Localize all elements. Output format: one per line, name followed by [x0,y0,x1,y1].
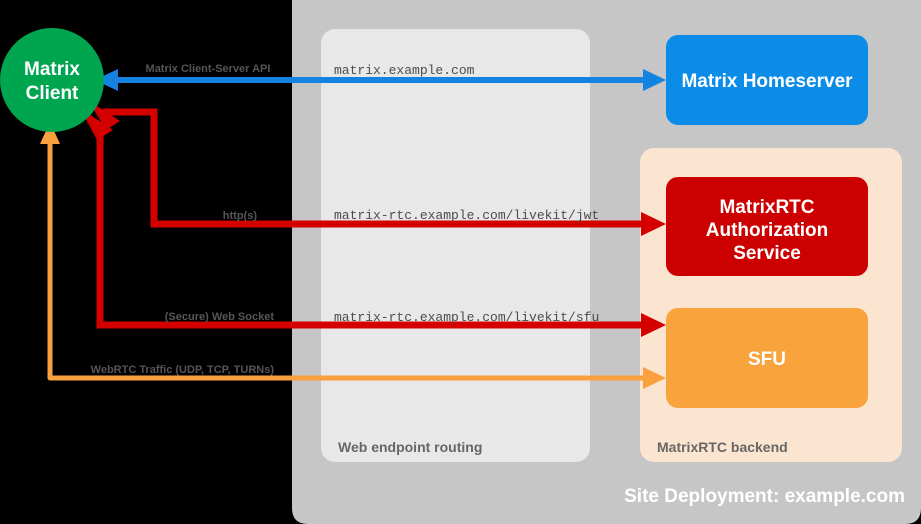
edge-label-client-server-api: Matrix Client-Server API [146,63,271,75]
authorization-service-label-line3: Service [733,243,801,264]
matrix-client-circle[interactable] [0,28,104,132]
client-server-api-arrowhead-right [643,69,666,91]
client-server-api-arrowhead-left [95,69,118,91]
authorization-service-label-line1: MatrixRTC [719,197,814,218]
node-sfu[interactable]: SFU [666,308,868,408]
edge-client-server-api [95,69,666,91]
web-endpoint-routing-background [321,29,590,462]
webrtc-traffic-arrowhead-client [40,122,60,144]
sfu-label: SFU [748,349,786,370]
matrix-client-label-line2: Client [26,83,79,104]
edge-label-webrtc-traffic: WebRTC Traffic (UDP, TCP, TURNs) [91,364,275,376]
web-endpoint-routing-container: Web endpoint routing [321,29,590,462]
sfu-websocket-arrowhead-service [641,313,666,337]
route-label-livekit-jwt: matrix-rtc.example.com/livekit/jwt [334,208,599,223]
edge-label-http: http(s) [223,210,258,222]
node-authorization-service[interactable]: MatrixRTC Authorization Service [666,177,868,276]
node-matrix-client[interactable]: Matrix Client [0,28,104,132]
sfu-websocket-line [96,124,650,329]
web-endpoint-routing-label: Web endpoint routing [338,439,482,455]
matrix-homeserver-box[interactable] [666,35,868,125]
webrtc-traffic-line [47,128,650,381]
jwt-http-arrowhead-service [641,212,666,236]
edge-label-websocket: (Secure) Web Socket [165,311,275,323]
sfu-box[interactable] [666,308,868,408]
site-deployment-label: Site Deployment: example.com [624,486,905,507]
jwt-http-line [103,108,650,228]
authorization-service-label-line2: Authorization [706,220,828,241]
matrixrtc-backend-label: MatrixRTC backend [657,439,788,455]
route-label-livekit-sfu: matrix-rtc.example.com/livekit/sfu [334,310,599,325]
node-matrix-homeserver[interactable]: Matrix Homeserver [666,35,868,125]
webrtc-traffic-arrowhead-service [643,367,666,389]
edge-webrtc-traffic [40,122,666,389]
matrix-homeserver-label: Matrix Homeserver [681,71,853,92]
matrix-client-label-line1: Matrix [24,59,80,80]
route-label-matrix-example-com: matrix.example.com [334,63,475,78]
authorization-service-box[interactable] [666,177,868,276]
